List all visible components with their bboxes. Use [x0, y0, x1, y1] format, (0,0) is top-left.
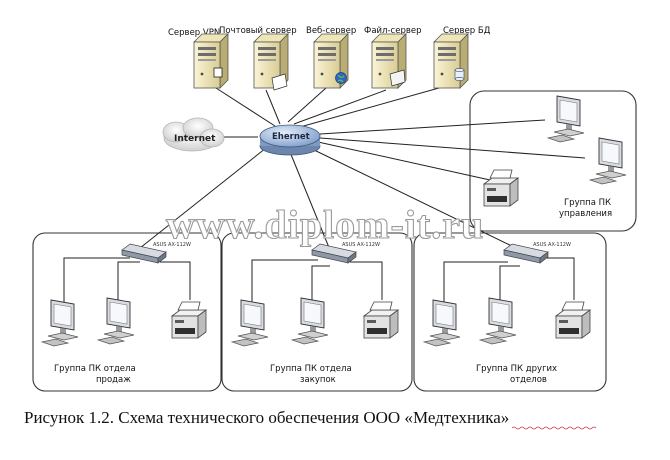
group-frame-sales: [32, 232, 222, 392]
pc-monitor-icon: [547, 95, 585, 143]
group-other: ASUS AX-112W Группа ПК других отделов: [423, 242, 591, 385]
group-management-line2: управления: [559, 209, 612, 219]
server-web-label: Веб-сервер: [306, 26, 356, 36]
group-frame-other: [413, 232, 607, 392]
server-mail: Почтовый сервер: [219, 26, 297, 91]
printer-icon: [555, 301, 591, 339]
spellcheck-underline: [511, 426, 597, 430]
group-other-line2: отделов: [510, 375, 547, 385]
server-file: Файл-сервер: [364, 26, 421, 89]
group-other-line1: Группа ПК других: [476, 364, 557, 374]
group-frames: [32, 90, 637, 392]
ethernet-hub: Ehernet: [259, 124, 321, 156]
server-db: Сервер БД: [433, 26, 491, 89]
hub-label: Ehernet: [272, 132, 310, 142]
group-sales: ASUS AX-112W Группа ПК отдела продаж: [41, 242, 207, 385]
printer-icon: [483, 169, 519, 207]
group-sales-line2: продаж: [96, 375, 131, 385]
pc-monitor-icon: [231, 299, 269, 347]
caption-prefix: Рисунок 1.2. Схема технического обеспече…: [24, 408, 413, 427]
group-management-line1: Группа ПК: [564, 198, 611, 208]
group-management: Группа ПК управления: [483, 95, 627, 219]
pc-monitor-icon: [479, 297, 517, 345]
caption-company: Медтехника: [413, 408, 501, 427]
group-purchases-line2: закупок: [300, 375, 336, 385]
pc-monitor-icon: [97, 297, 135, 345]
printer-icon: [171, 301, 207, 339]
hub-icon: [259, 124, 321, 148]
mail-envelope-icon: [271, 73, 288, 91]
caption-suffix: »: [501, 408, 510, 427]
database-icon: [454, 68, 465, 81]
folder-icon: [389, 69, 406, 87]
group-purchases-line1: Группа ПК отдела: [270, 364, 352, 374]
server-file-label: Файл-сервер: [364, 26, 421, 36]
group-frame-purchases: [221, 232, 413, 392]
group-sales-line1: Группа ПК отдела: [54, 364, 136, 374]
network-links: [63, 85, 586, 305]
server-mail-label: Почтовый сервер: [219, 26, 297, 36]
pc-monitor-icon: [291, 297, 329, 345]
internet-label: Internet: [174, 134, 216, 144]
figure-caption: Рисунок 1.2. Схема технического обеспече…: [24, 408, 509, 427]
printer-icon: [363, 301, 399, 339]
switch-model-label: ASUS AX-112W: [533, 242, 571, 248]
internet-cloud: Internet: [162, 117, 225, 152]
switch-model-label: ASUS AX-112W: [153, 242, 191, 248]
group-purchases: ASUS AX-112W Группа ПК отдела закупок: [231, 242, 399, 385]
server-vpn-icon: [193, 33, 229, 89]
server-vpn-label: Сервер VPN: [168, 28, 220, 38]
watermark: www.diplom-it.ru: [166, 202, 484, 247]
switch-model-label: ASUS AX-112W: [342, 242, 380, 248]
group-frame-management: [469, 90, 637, 232]
server-web: Веб-сервер: [306, 26, 356, 89]
pc-monitor-icon: [41, 299, 79, 347]
server-row: Сервер VPN Почтовый сервер Веб-сервер Фа…: [168, 26, 491, 91]
pc-monitor-icon: [589, 137, 627, 185]
globe-icon: [335, 72, 347, 84]
cloud-icon: [162, 117, 225, 152]
vpn-badge-icon: [213, 67, 223, 78]
server-vpn: Сервер VPN: [168, 28, 229, 89]
pc-monitor-icon: [423, 299, 461, 347]
server-db-label: Сервер БД: [443, 26, 491, 36]
